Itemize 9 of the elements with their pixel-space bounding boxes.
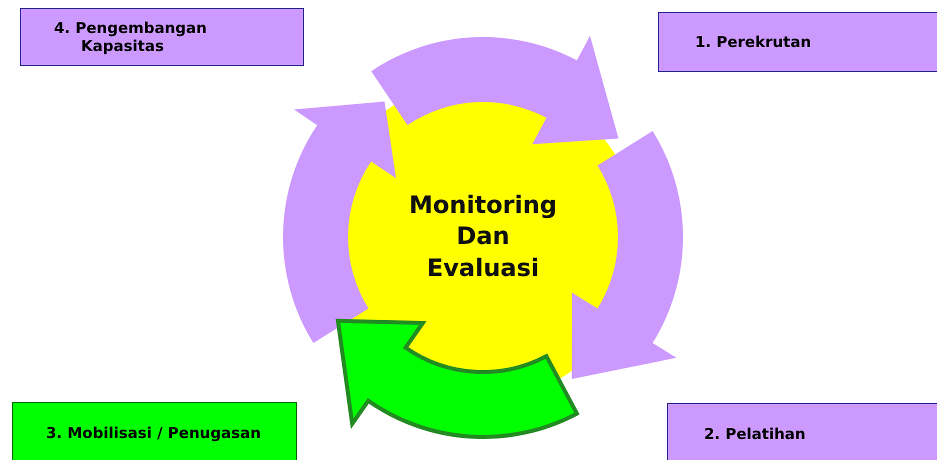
- cycle-arrow: [572, 131, 683, 379]
- center-label: Monitoring Dan Evaluasi: [408, 190, 558, 284]
- step-box: 3. Mobilisasi / Penugasan: [12, 402, 297, 460]
- step-box: 1. Perekrutan: [658, 12, 937, 72]
- cycle-arrow: [371, 36, 618, 144]
- cycle-arrow: [336, 318, 579, 439]
- cycle-arrow: [283, 102, 396, 343]
- step-box: 4. Pengembangan Kapasitas: [20, 8, 304, 66]
- step-box: 2. Pelatihan: [667, 403, 937, 460]
